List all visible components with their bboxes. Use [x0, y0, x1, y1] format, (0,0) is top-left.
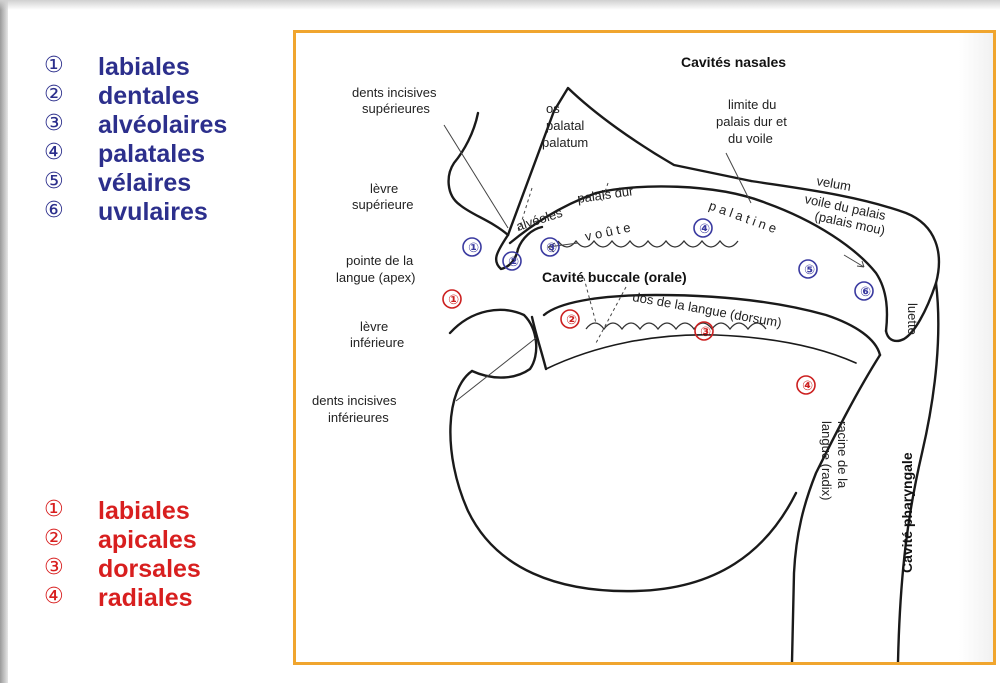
legend-label: apicales: [98, 526, 197, 555]
lower-teeth-ridge: [586, 323, 766, 329]
legend-label: dorsales: [98, 555, 201, 584]
legend-number: ④: [44, 140, 64, 165]
marker-blue-1: ①: [463, 238, 481, 256]
label-palais-dur: palais dur: [576, 183, 635, 206]
legend-number: ⑥: [44, 198, 64, 223]
label-dents-sup: dents incisives: [352, 85, 437, 100]
vocal-tract-figure: Cavités nasales dents incisives supérieu…: [293, 30, 996, 665]
marker-red-2: ②: [561, 310, 579, 328]
label-levre-inf: lèvre: [360, 319, 388, 334]
legend-label: vélaires: [98, 169, 191, 198]
upper-teeth-ridge: [558, 241, 738, 247]
label-cavites-nasales: Cavités nasales: [681, 54, 786, 70]
marker-blue-3: ③: [541, 238, 559, 256]
legend-number: ①: [44, 497, 64, 522]
legend-label: palatales: [98, 140, 205, 169]
left-edge-shadow: [0, 0, 8, 683]
legend-number: ⑤: [44, 169, 64, 194]
label-limite: du voile: [728, 131, 773, 146]
legend-number: ③: [44, 111, 64, 136]
svg-text:⑤: ⑤: [804, 263, 815, 278]
label-dents-sup: supérieures: [362, 101, 430, 116]
legend-number: ③: [44, 555, 64, 580]
vocal-tract-diagram: Cavités nasales dents incisives supérieu…: [296, 33, 993, 662]
svg-text:②: ②: [508, 255, 519, 270]
svg-text:⑥: ⑥: [860, 285, 871, 300]
svg-text:④: ④: [802, 379, 813, 394]
legend-label: radiales: [98, 584, 193, 613]
label-racine: langue (radix): [819, 421, 834, 501]
legend-label: dentales: [98, 82, 199, 111]
legend-number: ②: [44, 82, 64, 107]
label-os: palatal: [546, 118, 584, 133]
label-racine: racine de la: [835, 421, 850, 489]
legend-number: ①: [44, 53, 64, 78]
label-cavite-buccale: Cavité buccale (orale): [542, 269, 687, 285]
top-edge-shadow: [0, 0, 1000, 10]
marker-blue-4: ④: [694, 219, 712, 237]
marker-blue-2: ②: [503, 252, 521, 270]
svg-text:①: ①: [468, 241, 479, 256]
marker-red-1: ①: [443, 290, 461, 308]
svg-text:②: ②: [566, 313, 577, 328]
label-dents-inf: dents incisives: [312, 393, 397, 408]
label-os: os: [546, 101, 560, 116]
label-pointe: langue (apex): [336, 270, 416, 285]
legend-label: labiales: [98, 497, 190, 526]
upper-face-outline: [449, 113, 508, 235]
svg-text:③: ③: [700, 325, 711, 340]
leader-dents-sup: [444, 125, 508, 228]
label-luette: luette: [905, 303, 920, 335]
label-levre-sup: supérieure: [352, 197, 413, 212]
legend-label: uvulaires: [98, 198, 208, 227]
label-dents-inf: inférieures: [328, 410, 389, 425]
label-limite: palais dur et: [716, 114, 787, 129]
marker-blue-6: ⑥: [855, 282, 873, 300]
legend-number: ②: [44, 526, 64, 551]
jaw-outline: [450, 371, 796, 591]
svg-text:④: ④: [699, 222, 710, 237]
legend-label: alvéolaires: [98, 111, 227, 140]
label-limite: limite du: [728, 97, 776, 112]
label-os: palatum: [542, 135, 588, 150]
marker-red-4: ④: [797, 376, 815, 394]
lower-lip-outline: [450, 310, 536, 378]
legend-label: labiales: [98, 53, 190, 82]
label-levre-sup: lèvre: [370, 181, 398, 196]
tongue-root-outline: [792, 355, 880, 662]
marker-blue-5: ⑤: [799, 260, 817, 278]
label-alveoles: alvéoles: [514, 205, 564, 234]
leader-dents-inf: [456, 338, 536, 401]
legend-number: ④: [44, 584, 64, 609]
label-voute: v o û t e: [584, 220, 632, 244]
label-pointe: pointe de la: [346, 253, 414, 268]
label-levre-inf: inférieure: [350, 335, 404, 350]
svg-text:③: ③: [546, 241, 557, 256]
marker-red-3: ③: [695, 322, 713, 340]
svg-text:①: ①: [448, 293, 459, 308]
label-cavite-pharyngale: Cavité pharyngale: [899, 452, 915, 573]
